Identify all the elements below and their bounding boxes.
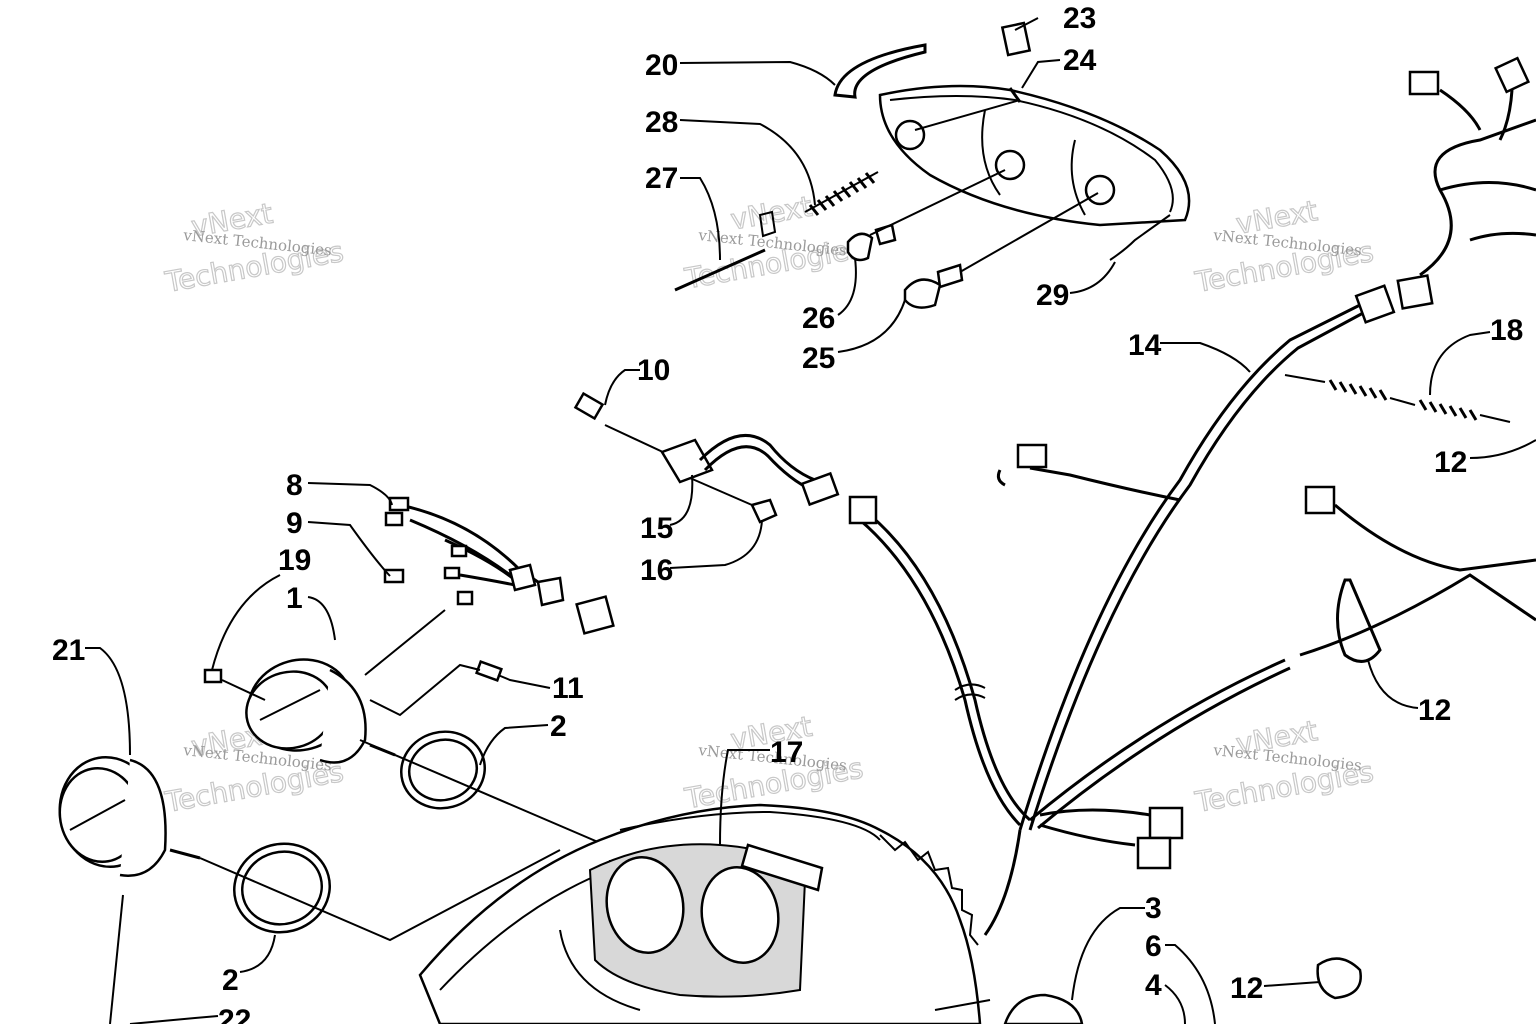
callout-24: 24	[1063, 44, 1097, 77]
callout-2-upper: 2	[550, 710, 567, 743]
callout-12-upper: 12	[1434, 446, 1467, 479]
bezel-ring-part-2-upper	[400, 730, 486, 810]
retaining-clip-part-29	[1109, 214, 1171, 261]
callout-3: 3	[1145, 892, 1162, 925]
nut-part-16	[750, 498, 778, 524]
headlight-assembly	[674, 21, 1191, 309]
leader-lines	[85, 17, 1536, 1024]
callout-14: 14	[1128, 329, 1162, 362]
callout-12-middle: 12	[1418, 694, 1451, 727]
callout-1: 1	[286, 582, 303, 615]
spring-part-18	[1284, 374, 1511, 423]
switch-knob-part-3-6-4	[934, 993, 1084, 1024]
gauge-part-21	[58, 755, 201, 1024]
gauge-wiring	[364, 496, 615, 676]
callout-10: 10	[637, 354, 670, 387]
callout-26: 26	[802, 302, 835, 335]
instrument-pod-part-17	[418, 803, 982, 1024]
gauge-part-1	[203, 658, 503, 764]
callout-20: 20	[645, 49, 678, 82]
callout-29: 29	[1036, 279, 1069, 312]
callout-23: 23	[1063, 2, 1096, 35]
bulb-part-19	[203, 668, 223, 684]
bezel-ring-part-2-lower	[233, 842, 331, 934]
callout-21: 21	[52, 634, 85, 667]
clamp-part-12	[1316, 957, 1362, 1000]
callout-22: 22	[218, 1004, 251, 1024]
clip-part-23	[1000, 21, 1032, 57]
seal-strip-part-20	[833, 43, 927, 99]
callout-16: 16	[640, 554, 673, 587]
callout-17: 17	[770, 736, 803, 769]
callout-18: 18	[1490, 314, 1523, 347]
bulb-socket-part-25	[903, 278, 942, 309]
switch-assembly	[573, 391, 840, 524]
cable-tie-part-12	[1336, 578, 1382, 663]
wiring-harness-main	[848, 56, 1536, 936]
callout-labels: 23 24 20 28 27 26 25 29 14 18 12 10 15 1…	[52, 2, 1523, 1024]
callout-9: 9	[286, 507, 303, 540]
callout-2-lower: 2	[222, 964, 239, 997]
callout-28: 28	[645, 106, 678, 139]
bolt-part-27	[674, 210, 777, 292]
callout-25: 25	[802, 342, 835, 375]
callout-11: 11	[552, 672, 584, 705]
callout-6: 6	[1145, 930, 1162, 963]
callout-19: 19	[278, 544, 311, 577]
bulb-part-11	[475, 659, 503, 683]
callout-15: 15	[640, 512, 673, 545]
spring-part-28	[804, 171, 879, 216]
callout-12-lower: 12	[1230, 972, 1263, 1005]
socket-part-26	[846, 232, 874, 262]
callout-27: 27	[645, 162, 678, 195]
callout-4: 4	[1145, 969, 1162, 1002]
callout-8: 8	[286, 469, 303, 502]
